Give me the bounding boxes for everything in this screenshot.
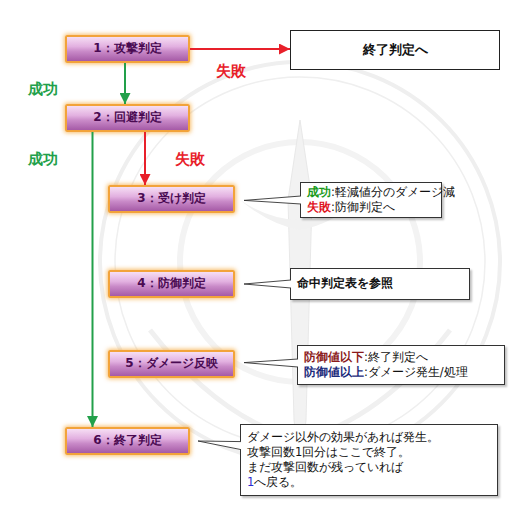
text-line: まだ攻撃回数が残っていれば (247, 460, 491, 475)
node-text: :軽減値分のダメージ減 (331, 185, 455, 199)
node-text: 防御値以下 (304, 350, 364, 364)
callout-tail (244, 196, 301, 204)
text-line: ダメージ以外の効果があれば発生。 (247, 430, 491, 445)
edge-label: 成功 (28, 150, 58, 169)
node-text: 3：受け判定 (137, 191, 205, 205)
flow-arrow (92, 132, 94, 427)
text-line: 攻撃回数1回分はここで終了。 (247, 445, 491, 460)
edge-label: 成功 (28, 80, 58, 99)
text-line: 成功:軽減値分のダメージ減 (307, 185, 435, 200)
node-text: 防御値以上 (304, 365, 364, 379)
node-text: 失敗 (307, 200, 331, 214)
flow-arrow (144, 132, 146, 185)
callout-tail (244, 359, 298, 367)
text-line: 4：防御判定 (137, 276, 205, 292)
text-line: 終了判定へ (363, 42, 428, 59)
text-line: 防御値以上:ダメージ発生/処理 (304, 365, 498, 380)
text-line: 命中判定表を参照 (297, 276, 463, 292)
node-text: 攻撃回数1回分はここで終了。 (247, 445, 410, 459)
node-text: 成功 (307, 185, 331, 199)
flow-arrow (190, 48, 290, 50)
callout-tail (244, 280, 291, 288)
note-callout: ダメージ以外の効果があれば発生。攻撃回数1回分はここで終了。まだ攻撃回数が残って… (240, 424, 498, 496)
node-text: 4：防御判定 (137, 276, 205, 290)
node-text: へ戻る。 (254, 475, 302, 489)
node-text: 1 (247, 475, 254, 489)
node-text: 6：終了判定 (93, 433, 161, 447)
text-line: 3：受け判定 (137, 191, 205, 207)
node-text: 2：回避判定 (93, 110, 161, 124)
note-callout: 成功:軽減値分のダメージ減失敗:防御判定へ (300, 182, 442, 218)
text-line: 1：攻撃判定 (93, 41, 161, 57)
process-box: 4：防御判定 (108, 270, 235, 298)
process-box: 3：受け判定 (108, 185, 235, 213)
node-text: 終了判定へ (363, 42, 428, 57)
node-text: :防御判定へ (331, 200, 395, 214)
node-text: 命中判定表を参照 (297, 276, 393, 290)
text-line: 防御値以下:終了判定へ (304, 350, 498, 365)
text-line: 5：ダメージ反映 (125, 356, 217, 372)
node-text: ダメージ以外の効果があれば発生。 (247, 430, 439, 444)
flow-arrow (124, 63, 126, 104)
process-box: 1：攻撃判定 (65, 35, 190, 63)
text-line: 失敗:防御判定へ (307, 200, 435, 215)
node-text: :ダメージ発生/処理 (364, 365, 468, 379)
node-text: 1：攻撃判定 (93, 41, 161, 55)
node-text: まだ攻撃回数が残っていれば (247, 460, 403, 474)
text-line: 6：終了判定 (93, 433, 161, 449)
node-text: :終了判定へ (364, 350, 428, 364)
note-callout: 命中判定表を参照 (290, 268, 470, 300)
note-callout: 防御値以下:終了判定へ防御値以上:ダメージ発生/処理 (297, 345, 505, 385)
node-text: 5：ダメージ反映 (125, 356, 217, 370)
text-line: 1へ戻る。 (247, 475, 491, 490)
edge-label: 失敗 (216, 62, 246, 81)
process-box: 2：回避判定 (65, 104, 190, 132)
process-box: 6：終了判定 (65, 427, 190, 455)
edge-label: 失敗 (175, 150, 205, 169)
result-box: 終了判定へ (290, 30, 500, 70)
text-line: 2：回避判定 (93, 110, 161, 126)
process-box: 5：ダメージ反映 (108, 350, 235, 378)
callout-tail (198, 441, 241, 450)
